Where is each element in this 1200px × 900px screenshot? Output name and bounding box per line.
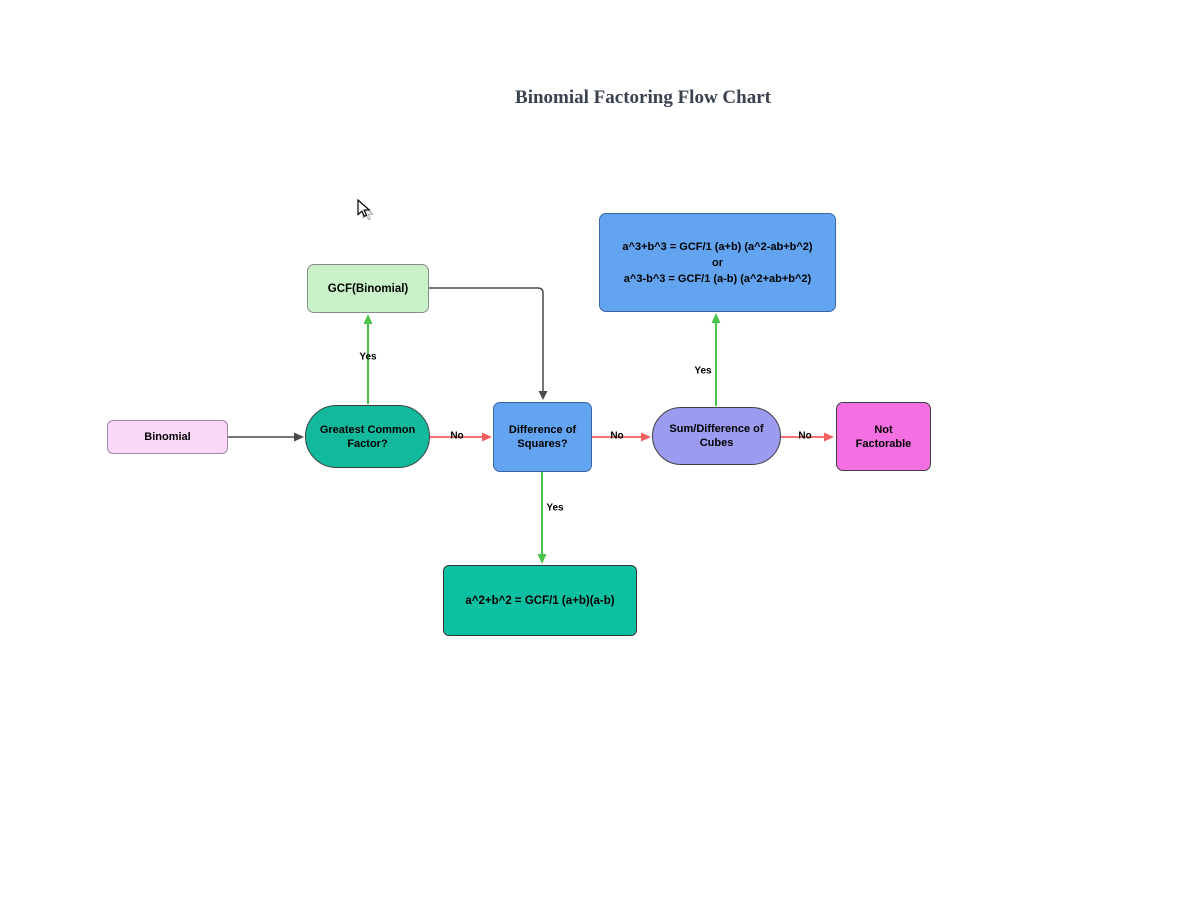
arrowhead-cubes-no [824, 432, 834, 442]
arrowhead-gcf-no [482, 432, 492, 442]
page-title: Binomial Factoring Flow Chart [515, 87, 771, 108]
arrowhead-gcfresult-to-squares [538, 391, 548, 400]
node-not-factorable: Not Factorable [836, 402, 931, 471]
arrowhead-gcf-yes [363, 314, 373, 324]
node-squares-result: a^2+b^2 = GCF/1 (a+b)(a-b) [443, 565, 637, 636]
node-cubes-question: Sum/Difference of Cubes [652, 407, 781, 465]
label-squares-no: No [610, 430, 624, 442]
arrowhead-squares-yes [537, 554, 547, 564]
cubes-formula-or: or [712, 256, 723, 269]
arrowhead-binomial-to-gcf [294, 432, 304, 442]
label-cubes-no: No [798, 430, 812, 442]
arrowhead-squares-no [641, 432, 651, 442]
node-squares-question: Difference of Squares? [493, 402, 592, 472]
label-gcf-no: No [450, 430, 464, 442]
node-gcf-result: GCF(Binomial) [307, 264, 429, 313]
label-gcf-yes: Yes [359, 351, 377, 363]
label-squares-yes: Yes [546, 502, 564, 514]
cubes-formula-difference: a^3-b^3 = GCF/1 (a-b) (a^2+ab+b^2) [623, 272, 812, 285]
node-gcf-question: Greatest Common Factor? [305, 405, 430, 468]
arrowhead-cubes-yes [711, 313, 721, 323]
node-cubes-result: a^3+b^3 = GCF/1 (a+b) (a^2-ab+b^2) or a^… [599, 213, 836, 312]
node-binomial: Binomial [107, 420, 228, 454]
edge-gcfresult-to-squares [429, 287, 544, 392]
cubes-formula-sum: a^3+b^3 = GCF/1 (a+b) (a^2-ab+b^2) [622, 240, 813, 253]
label-cubes-yes: Yes [694, 365, 712, 377]
mouse-cursor-icon [357, 199, 374, 221]
